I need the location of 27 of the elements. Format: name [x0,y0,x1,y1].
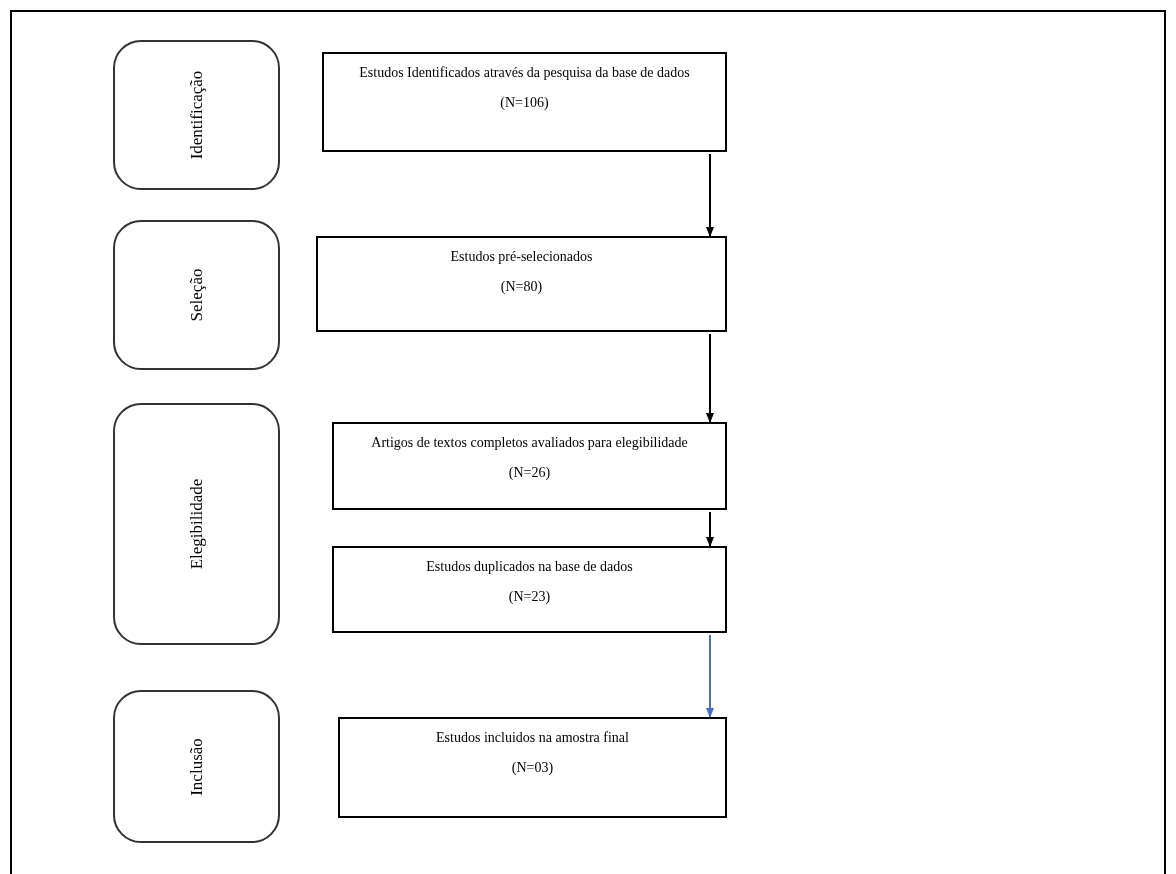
step-text: Estudos pré-selecionados [449,248,594,266]
phase-label-box [113,403,280,645]
phase-label-box [113,690,280,843]
arrow [706,333,714,423]
process-box [338,717,727,818]
step-text: Estudos Identificados através da pesquisa da base de dados [358,64,691,82]
arrow [706,511,714,547]
process-box [332,422,727,510]
step-text: Artigos de textos completos avaliados para elegibilidade [370,434,689,452]
process-box [332,546,727,633]
count-text: (N=26) [507,464,552,482]
phase-label-box [113,40,280,190]
process-box [322,52,727,152]
phase-label: Elegibilidade [185,478,207,570]
arrow [706,634,714,718]
count-text: (N=80) [499,278,544,296]
phase-label-box [113,220,280,370]
step-text: Estudos duplicados na base de dados [425,558,634,576]
count-text: (N=106) [499,94,550,112]
phase-label: Inclusão [185,737,207,796]
arrow [706,153,714,237]
phase-label: Identificação [185,70,207,160]
count-text: (N=03) [510,759,555,777]
process-box [316,236,727,332]
count-text: (N=23) [507,588,552,606]
phase-label: Seleção [185,268,207,322]
step-text: Estudos incluidos na amostra final [435,729,630,747]
